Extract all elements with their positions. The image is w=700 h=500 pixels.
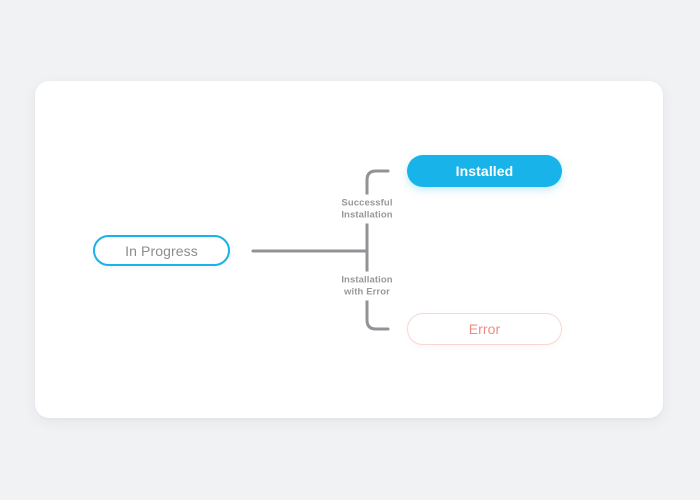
node-in-progress[interactable]: In Progress [93, 235, 230, 266]
connector-branch-bracket [365, 169, 390, 331]
connector-lines [251, 169, 390, 331]
node-installed[interactable]: Installed [407, 155, 562, 187]
node-installed-label: Installed [455, 163, 514, 179]
node-in-progress-label: In Progress [125, 242, 198, 259]
edge-label-successful-installation: Successful Installation [339, 194, 395, 224]
node-error-label: Error [468, 321, 501, 337]
edge-label-installation-with-error: Installation with Error [339, 271, 395, 301]
node-error[interactable]: Error [407, 313, 562, 345]
flow-card: Successful Installation Installation wit… [35, 81, 663, 418]
